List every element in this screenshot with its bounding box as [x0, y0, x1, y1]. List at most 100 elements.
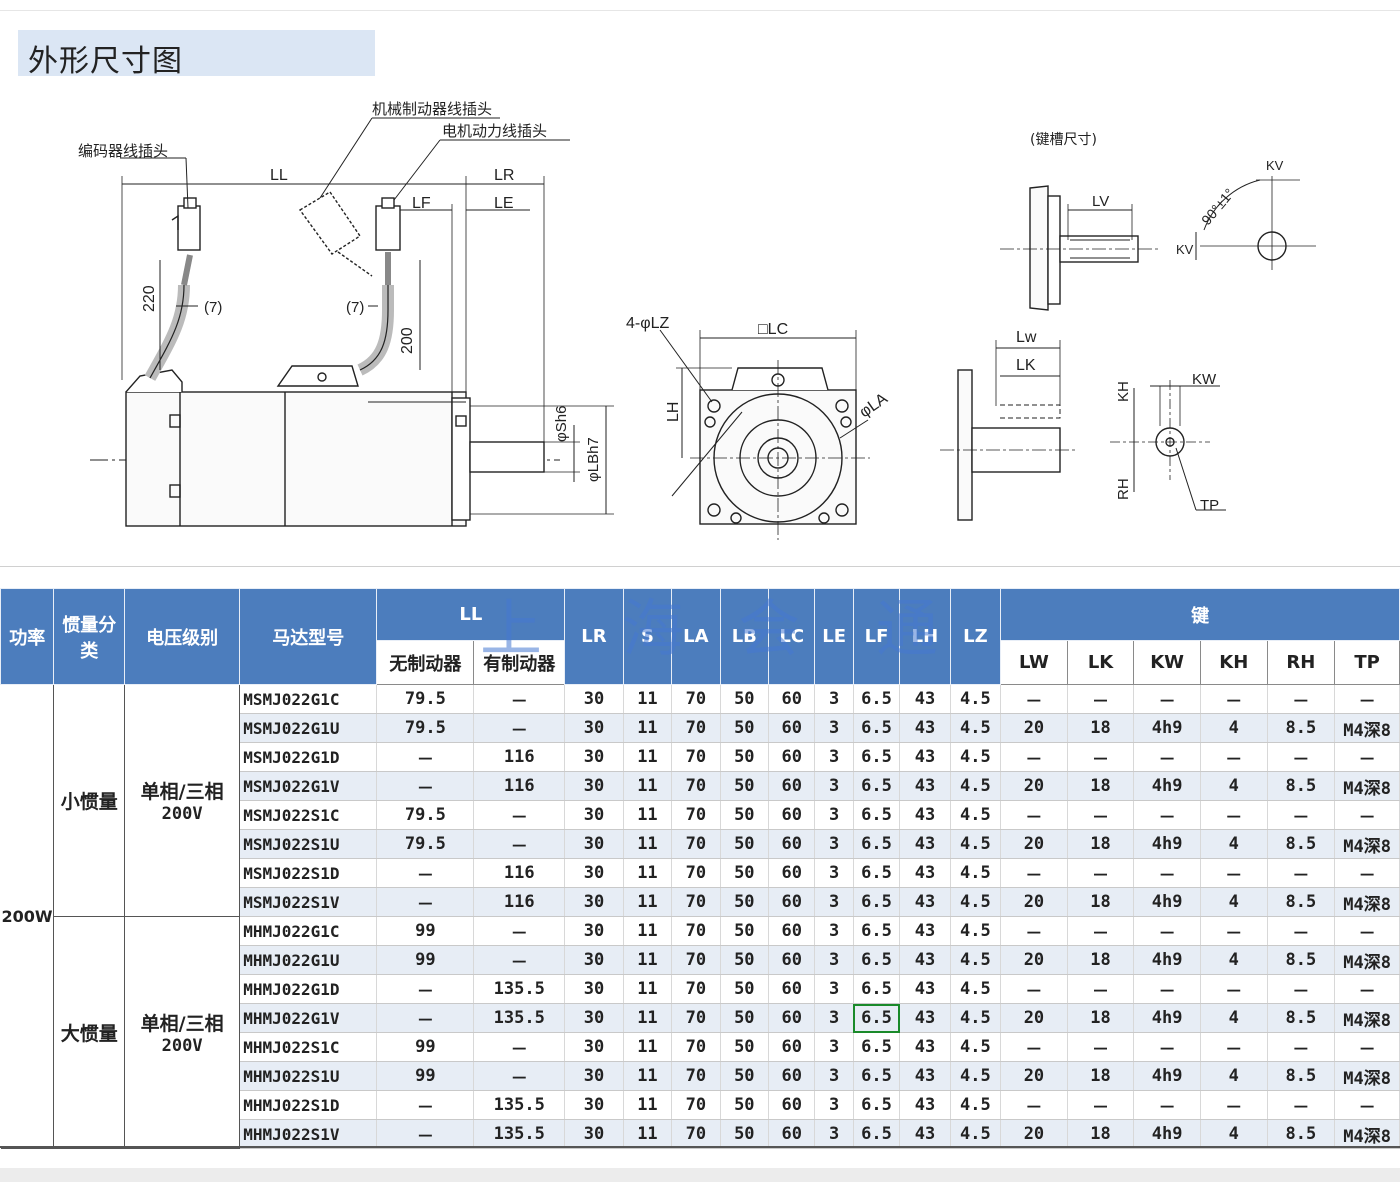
table-cell: 11: [623, 829, 673, 859]
header-lk: LK: [1066, 640, 1135, 685]
table-cell: M4深8: [1334, 771, 1400, 801]
header-lh: LH: [899, 588, 951, 685]
table-cell: －: [1267, 742, 1336, 772]
dim-le: LE: [494, 195, 514, 212]
table-cell: 4: [1200, 1119, 1268, 1149]
table-cell: －: [473, 829, 566, 859]
table-cell: 50: [720, 1003, 770, 1033]
table-cell: 4.5: [950, 916, 1002, 946]
table-cell: 116: [473, 771, 566, 801]
table-cell: 4: [1200, 1003, 1268, 1033]
table-cell: －: [1067, 858, 1135, 888]
table-cell: －: [1267, 916, 1336, 946]
table-cell: 20: [1000, 713, 1068, 743]
table-bottom-rule: [0, 1146, 1400, 1148]
table-cell: －: [1200, 858, 1268, 888]
table-cell: 70: [671, 771, 721, 801]
voltage-line-1: 单相/三相: [140, 1013, 224, 1035]
table-cell: 4.5: [950, 1061, 1002, 1091]
table-cell: 30: [564, 771, 624, 801]
dim-ll: LL: [270, 167, 288, 184]
model-cell: MHMJ022S1C: [239, 1032, 378, 1062]
table-cell: 43: [899, 771, 951, 801]
table-cell: 43: [899, 829, 951, 859]
table-cell: 11: [623, 858, 673, 888]
model-cell: MSMJ022S1V: [239, 887, 378, 917]
table-cell: 60: [768, 887, 816, 917]
table-cell: 60: [768, 742, 816, 772]
table-cell: 70: [671, 1061, 721, 1091]
table-cell: 79.5: [376, 829, 475, 859]
table-cell: 11: [623, 1090, 673, 1120]
table-cell: 4.5: [950, 771, 1002, 801]
header-ll-no-brake: 无制动器: [376, 640, 475, 685]
dim-kw: KW: [1192, 371, 1217, 388]
table-cell: 30: [564, 829, 624, 859]
table-cell: 11: [623, 713, 673, 743]
table-cell: －: [473, 945, 566, 975]
dim-220: 220: [141, 285, 158, 312]
model-cell: MSMJ022G1V: [239, 771, 378, 801]
table-cell: 60: [768, 974, 816, 1004]
table-cell: 20: [1000, 1119, 1068, 1149]
header-ll: LL: [376, 588, 566, 641]
table-cell: 4.5: [950, 829, 1002, 859]
voltage-line-1: 单相/三相: [140, 781, 224, 803]
table-cell: 30: [564, 684, 624, 714]
dim-angle: 90°±1°: [1198, 185, 1237, 228]
table-cell: －: [1067, 742, 1135, 772]
table-cell: －: [1133, 1090, 1201, 1120]
table-cell: 18: [1067, 1119, 1135, 1149]
header-lw: LW: [1000, 640, 1068, 685]
table-cell: 6.5: [853, 974, 901, 1004]
table-cell: 4h9: [1133, 1003, 1201, 1033]
dim-lf: LF: [412, 195, 431, 212]
table-cell: 60: [768, 829, 816, 859]
model-cell: MSMJ022G1D: [239, 742, 378, 772]
header-kw: KW: [1133, 640, 1201, 685]
inertia-cell: 小惯量: [53, 684, 126, 917]
table-cell: 30: [564, 1061, 624, 1091]
model-cell: MHMJ022G1U: [239, 945, 378, 975]
table-cell: 79.5: [376, 684, 475, 714]
dimension-spec-table: 功率 惯量分类 电压级别 马达型号 LL LR S LA LB LC LE LF…: [0, 588, 1400, 1149]
dim-lr: LR: [494, 167, 514, 184]
table-cell: －: [1334, 684, 1400, 714]
outline-drawing: 编码器线插头 机械制动器线插头 电机动力线插头 (键槽尺寸) LL LR LF …: [78, 100, 1316, 540]
table-cell: 50: [720, 1090, 770, 1120]
table-cell: 6.5: [853, 1032, 901, 1062]
table-cell: 30: [564, 974, 624, 1004]
table-cell: －: [1000, 858, 1068, 888]
table-cell: 50: [720, 1119, 770, 1149]
table-cell: 60: [768, 1032, 816, 1062]
table-cell: 4.5: [950, 1090, 1002, 1120]
table-cell: 6.5: [853, 829, 901, 859]
table-cell: 30: [564, 1090, 624, 1120]
table-cell: 43: [899, 1061, 951, 1091]
table-cell: 70: [671, 887, 721, 917]
table-cell: 43: [899, 1032, 951, 1062]
table-cell: 4h9: [1133, 945, 1201, 975]
table-cell: 8.5: [1267, 1061, 1336, 1091]
table-cell: 18: [1067, 771, 1135, 801]
table-cell: 70: [671, 945, 721, 975]
table-cell: 135.5: [473, 1003, 566, 1033]
table-cell: 99: [376, 1061, 475, 1091]
dim-la: φLA: [857, 390, 892, 421]
table-cell: 50: [720, 887, 770, 917]
header-inertia: 惯量分类: [53, 588, 126, 685]
table-cell: 4.5: [950, 974, 1002, 1004]
table-cell: 6.5: [853, 771, 901, 801]
header-ll-brake: 有制动器: [473, 640, 566, 685]
header-lr: LR: [564, 588, 624, 685]
table-cell: －: [1200, 974, 1268, 1004]
table-cell: 43: [899, 887, 951, 917]
table-cell: 50: [720, 684, 770, 714]
table-cell: 3: [814, 1061, 854, 1091]
table-cell: 11: [623, 771, 673, 801]
table-cell: 43: [899, 1003, 951, 1033]
